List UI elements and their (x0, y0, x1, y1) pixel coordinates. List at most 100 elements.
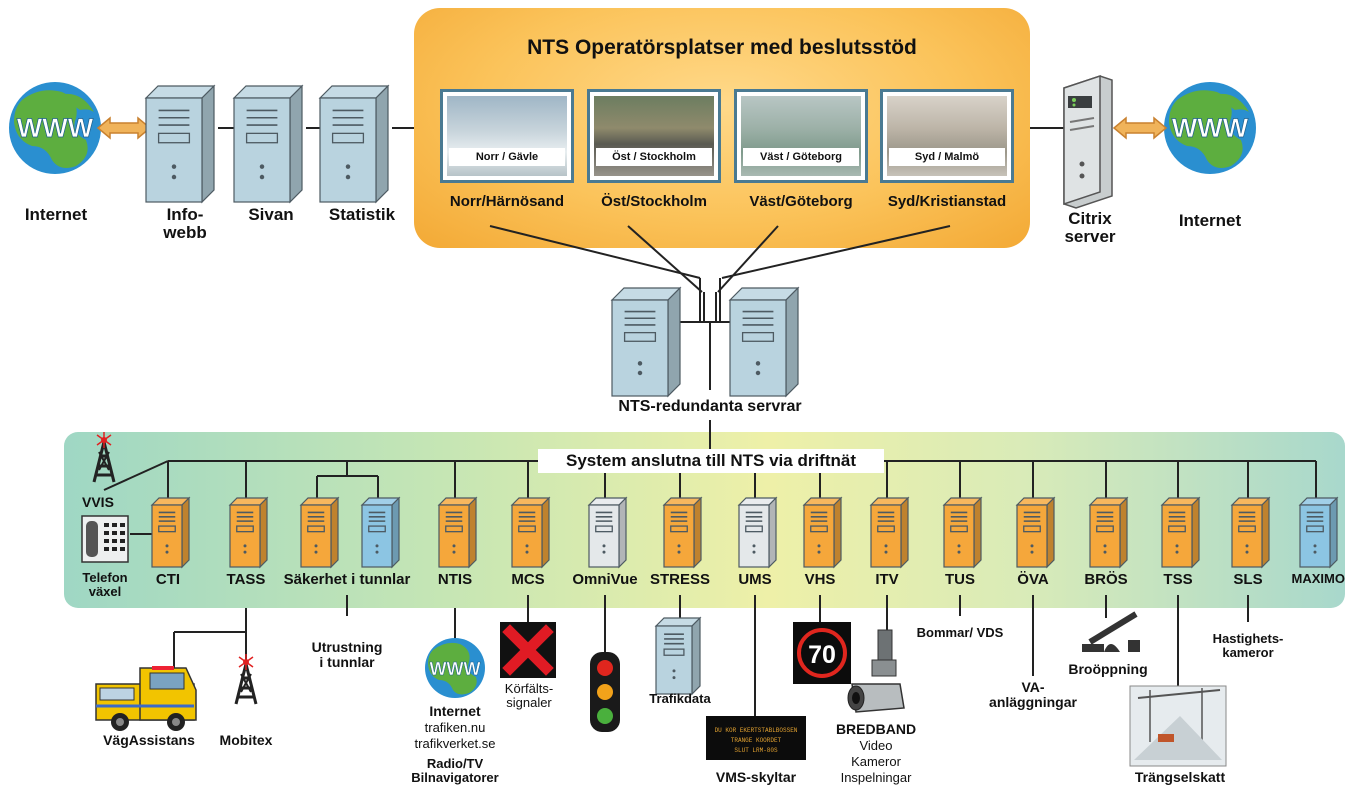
camera-tile-vast: Väst / Göteborg (734, 89, 868, 183)
system-label: VHS (804, 571, 836, 588)
korfalt-label: Körfälts- signaler (504, 681, 554, 711)
mobitex-antenna-icon (234, 652, 258, 706)
vagassistans-label: VägAssistans (103, 732, 195, 748)
cctv-camera-icon (847, 629, 905, 713)
system-server-icon (299, 496, 340, 569)
vvis-antenna-icon (92, 430, 116, 484)
bredband-video: Video (859, 738, 893, 753)
system-label: CTI (155, 571, 181, 588)
system-server-icon (1088, 496, 1129, 569)
www-text-right: WWW (1172, 113, 1249, 143)
trafikdata-server-icon (654, 616, 702, 696)
citrix-server-label: Citrix server (1064, 209, 1116, 246)
system-label: ITV (875, 571, 899, 588)
camera-caption: Öst / Stockholm (596, 148, 712, 166)
system-label: TSS (1163, 571, 1193, 588)
system-label: UMS (738, 571, 772, 588)
ntis-internet-globe-icon: WWW (425, 638, 485, 698)
ntis-internet-label: Internet (429, 703, 481, 719)
system-label: OmniVue (572, 571, 638, 588)
system-server-icon (150, 496, 191, 569)
camera-tile-ost: Öst / Stockholm (587, 89, 721, 183)
system-label: TUS (945, 571, 975, 588)
camera-tile-norr: Norr / Gävle (440, 89, 574, 183)
camera-tile-syd: Syd / Malmö (880, 89, 1014, 183)
system-label: SLS (1233, 571, 1263, 588)
system-label: MCS (511, 571, 545, 588)
driftnat-bus (103, 460, 1316, 535)
redundant-server-2-icon (728, 286, 800, 398)
brooppning-label: Broöppning (1068, 661, 1148, 677)
statistik-label: Statistik (328, 205, 396, 224)
system-server-icon (1160, 496, 1201, 569)
infowebb-label: Info- webb (163, 205, 207, 242)
bommar-label: Bommar/ VDS (916, 625, 1004, 640)
ntis-radio-label: Radio/TV Bilnavigatorer (411, 756, 499, 785)
telefon-label: Telefon växel (82, 570, 128, 599)
bredband-inspelningar: Inspelningar (840, 770, 912, 785)
trangselskatt-label: Trängselskatt (1134, 769, 1226, 785)
traffic-light-icon (590, 652, 620, 732)
camera-caption: Norr / Gävle (449, 148, 565, 166)
hastighet-label: Hastighets- kameror (1212, 631, 1284, 660)
mobitex-label: Mobitex (219, 732, 273, 748)
operator-label-vast: Väst/Göteborg (749, 193, 853, 210)
speed-limit-text: 70 (808, 641, 836, 669)
statistik-server-icon (318, 84, 390, 204)
system-server-icon (802, 496, 843, 569)
system-server-icon (1298, 496, 1339, 569)
bredband-kameror: Kameror (851, 754, 901, 769)
va-label: VA- anläggningar (989, 679, 1077, 710)
system-server-icon (228, 496, 269, 569)
vvis-label: VVIS (82, 494, 114, 510)
camera-caption: Väst / Göteborg (743, 148, 859, 166)
bidirectional-arrow-right-icon (1112, 116, 1168, 140)
system-server-icon (1015, 496, 1056, 569)
www-text-ntis: WWW (430, 659, 481, 679)
system-label: BRÖS (1084, 571, 1128, 588)
www-text-left: WWW (17, 113, 94, 143)
trafikdata-label: Trafikdata (649, 691, 711, 706)
redundant-servers-label: NTS-redundanta servrar (618, 398, 802, 415)
citrix-server-icon (1063, 74, 1113, 209)
bredband-label: BREDBAND (835, 721, 917, 737)
system-server-icon (1230, 496, 1271, 569)
internet-globe-left-icon: WWW (9, 82, 101, 174)
speed-sign-icon: 70 (793, 622, 851, 684)
system-label: ÖVA (1017, 571, 1049, 588)
system-server-icon (437, 496, 478, 569)
bridge-opening-icon (1082, 611, 1140, 652)
operator-label-syd: Syd/Kristianstad (887, 193, 1007, 210)
vms-label: VMS-skyltar (715, 769, 797, 785)
telefon-icon (81, 515, 129, 563)
sivan-label: Sivan (248, 205, 294, 224)
system-label: STRESS (649, 571, 710, 588)
system-label: TASS (226, 571, 266, 588)
vagassistans-truck-icon (95, 666, 197, 731)
system-server-icon (942, 496, 983, 569)
top-links (218, 127, 1064, 449)
bidirectional-arrow-left-icon (96, 116, 152, 140)
system-server-icon (737, 496, 778, 569)
vms-line-2: TRANGE KOORDET (731, 737, 782, 744)
internet-right-label: Internet (1178, 211, 1242, 230)
sivan-server-icon (232, 84, 304, 204)
system-banner: System anslutna till NTS via driftnät (538, 449, 884, 473)
system-label: NTIS (437, 571, 473, 588)
system-server-icon (510, 496, 551, 569)
vms-sign-icon: DU KOR EKERTSTABLBOSSEN TRANGE KOORDET S… (706, 716, 806, 760)
system-server-icon (869, 496, 910, 569)
trangselskatt-photo-icon (1129, 685, 1227, 767)
system-server-icon (360, 496, 401, 569)
operator-label-ost: Öst/Stockholm (601, 193, 707, 210)
system-label: Säkerhet i tunnlar (283, 571, 411, 588)
diagram-title: NTS Operatörsplatser med beslutsstöd (527, 36, 917, 59)
system-server-icon (662, 496, 703, 569)
infowebb-server-icon (144, 84, 216, 204)
camera-caption: Syd / Malmö (889, 148, 1005, 166)
korfalt-red-x-icon (500, 622, 556, 678)
system-label: MAXIMO (1291, 571, 1345, 586)
system-server-icon (587, 496, 628, 569)
vms-line-3: SLUT LRM-80S (734, 747, 778, 754)
